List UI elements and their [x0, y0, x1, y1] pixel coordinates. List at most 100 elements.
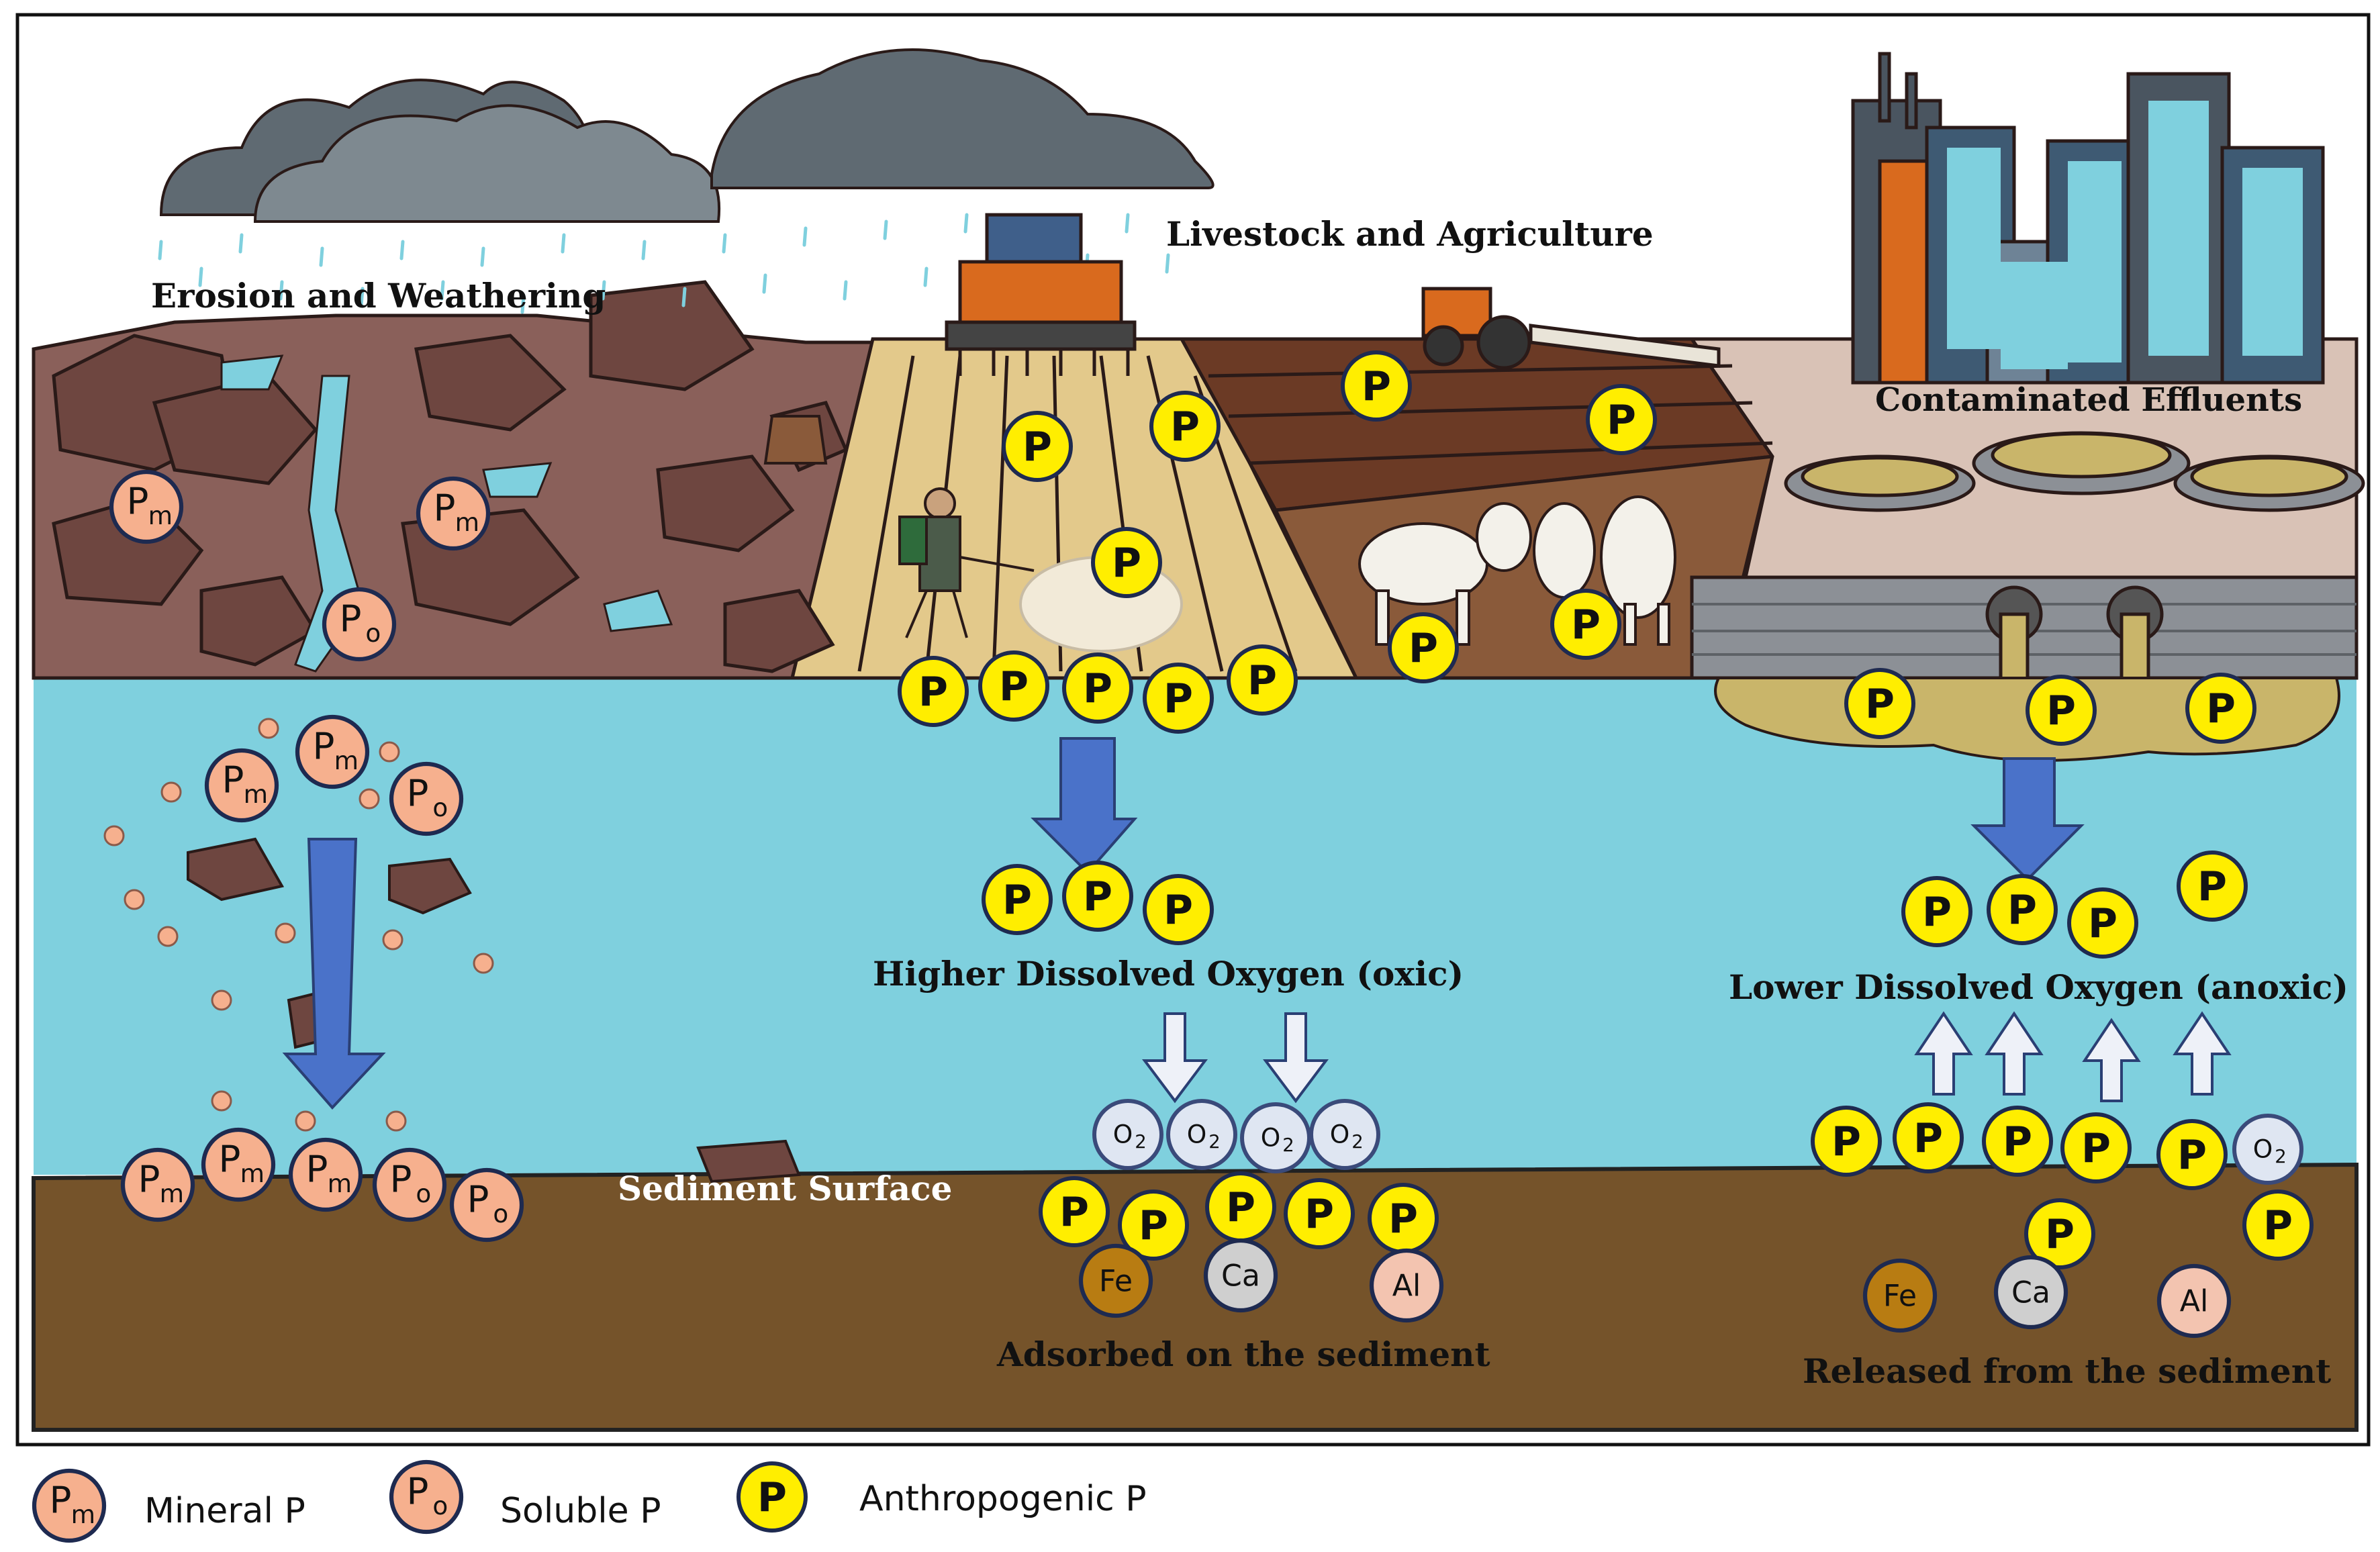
- tractor: [1421, 287, 1721, 370]
- svg-text:2: 2: [2275, 1146, 2287, 1167]
- anthropogenic-p: P: [1284, 1178, 1355, 1249]
- svg-text:P: P: [219, 1137, 241, 1180]
- svg-text:P: P: [2046, 687, 2076, 734]
- anthropogenic-p: P: [1388, 612, 1459, 683]
- adsorbed-label: Adsorbed on the sediment: [996, 1335, 1490, 1374]
- anoxic-label: Lower Dissolved Oxygen (anoxic): [1729, 967, 2348, 1007]
- svg-text:O: O: [1330, 1120, 1350, 1149]
- svg-text:o: o: [416, 1179, 431, 1208]
- calcium-ca: Ca: [1993, 1255, 2068, 1330]
- svg-text:P: P: [390, 1157, 412, 1200]
- svg-text:P: P: [2197, 863, 2227, 910]
- aluminum-al: Al: [2156, 1263, 2232, 1339]
- svg-text:Fe: Fe: [1883, 1279, 1917, 1314]
- svg-text:m: m: [240, 1159, 265, 1188]
- svg-text:O: O: [2253, 1134, 2273, 1164]
- effluents-label: Contaminated Effluents: [1875, 381, 2302, 419]
- svg-text:o: o: [432, 1491, 448, 1520]
- svg-text:P: P: [1831, 1118, 1861, 1165]
- anthropogenic-p: P: [1149, 391, 1221, 462]
- anthropogenic-p: P: [1227, 644, 1298, 716]
- anthropogenic-p: P: [1550, 589, 1621, 660]
- anthropogenic-p: P: [2067, 887, 2138, 959]
- svg-text:P: P: [2088, 900, 2117, 947]
- svg-text:P: P: [1247, 657, 1277, 704]
- svg-text:P: P: [1362, 363, 1391, 410]
- svg-text:P: P: [2007, 887, 2037, 934]
- building-windows: [1947, 101, 2303, 369]
- svg-text:P: P: [1865, 681, 1895, 728]
- anthropogenic-p: P: [1062, 861, 1133, 932]
- legend-soluble-label: Soluble P: [500, 1491, 661, 1531]
- anthropogenic-p: P: [2060, 1112, 2132, 1183]
- anthropogenic-p: P: [1893, 1102, 1964, 1173]
- anthropogenic-p: P: [2185, 673, 2256, 744]
- svg-text:P: P: [1226, 1184, 1255, 1231]
- svg-text:Al: Al: [2180, 1285, 2209, 1319]
- svg-text:m: m: [334, 746, 359, 775]
- svg-text:Al: Al: [1392, 1269, 1421, 1304]
- legend-mineral-label: Mineral P: [144, 1491, 305, 1531]
- aluminum-al: Al: [1369, 1248, 1444, 1323]
- sediment-layer: [32, 1162, 2359, 1432]
- suspended-rocks: [187, 837, 801, 1183]
- iron-fe: Fe: [1862, 1258, 1938, 1333]
- livestock-label: Livestock and Agriculture: [1166, 214, 1654, 254]
- svg-text:m: m: [244, 779, 268, 809]
- anthropogenic-p: P: [1987, 874, 2058, 945]
- svg-text:o: o: [365, 618, 381, 648]
- svg-text:P: P: [757, 1474, 787, 1521]
- svg-text:P: P: [467, 1177, 489, 1220]
- svg-text:P: P: [50, 1478, 72, 1521]
- anthropogenic-p: P: [2242, 1190, 2314, 1261]
- svg-text:P: P: [1022, 424, 1052, 471]
- svg-text:P: P: [1083, 873, 1112, 920]
- svg-text:P: P: [340, 597, 362, 640]
- svg-text:P: P: [1409, 625, 1438, 672]
- anthropogenic-p: P: [1143, 663, 1214, 734]
- svg-text:P: P: [2003, 1118, 2032, 1165]
- anthropogenic-p: P: [1062, 652, 1133, 724]
- anthropogenic-p: P: [1205, 1171, 1276, 1243]
- svg-text:P: P: [1388, 1196, 1418, 1243]
- svg-text:P: P: [1913, 1115, 1943, 1162]
- svg-text:P: P: [1170, 403, 1200, 450]
- anthropogenic-p: P: [978, 650, 1049, 722]
- svg-text:Ca: Ca: [2011, 1276, 2050, 1310]
- svg-text:m: m: [148, 501, 173, 530]
- svg-text:P: P: [1304, 1191, 1334, 1238]
- raindrops: [158, 213, 1170, 314]
- anthropogenic-p: P: [2177, 851, 2248, 922]
- tree-stump: [763, 415, 828, 465]
- anthropogenic-p: P: [1143, 874, 1214, 945]
- svg-text:P: P: [1163, 675, 1193, 722]
- svg-text:P: P: [138, 1157, 160, 1200]
- runoff-arrow: [1031, 737, 1138, 875]
- svg-text:P: P: [1059, 1189, 1089, 1236]
- svg-text:P: P: [2206, 685, 2236, 732]
- released-label: Released from the sediment: [1803, 1351, 2331, 1391]
- svg-text:m: m: [160, 1179, 184, 1208]
- anthropogenic-p: P: [1811, 1106, 1882, 1177]
- calcium-ca: Ca: [1203, 1238, 1278, 1313]
- anthropogenic-p: P: [1118, 1190, 1189, 1261]
- svg-text:P: P: [1607, 397, 1636, 444]
- svg-text:O: O: [1187, 1120, 1207, 1149]
- svg-text:P: P: [2045, 1211, 2075, 1258]
- svg-text:P: P: [1163, 887, 1193, 934]
- svg-text:o: o: [493, 1199, 508, 1228]
- svg-text:P: P: [434, 486, 456, 529]
- anthropogenic-p: P: [1586, 384, 1657, 455]
- anthropogenic-p: P: [1844, 668, 1915, 739]
- svg-text:2: 2: [1282, 1134, 1294, 1156]
